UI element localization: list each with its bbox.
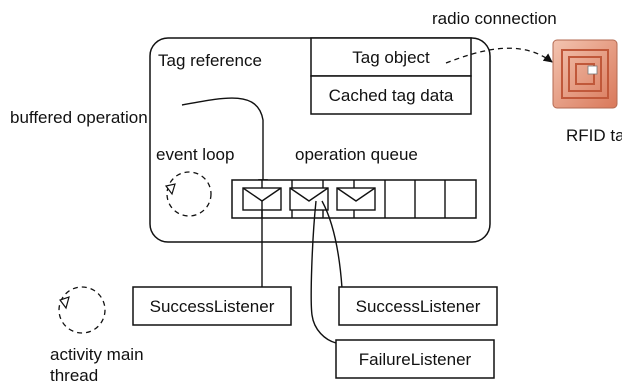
tag-object-label: Tag object	[352, 48, 430, 67]
buffered-operation-label: buffered operation	[10, 108, 148, 127]
envelope-icon	[336, 187, 376, 211]
rfid-tag-label: RFID tag	[566, 126, 622, 145]
cached-tag-data-label: Cached tag data	[329, 86, 454, 105]
circular-arrow-icon	[59, 296, 70, 310]
connector-to-failure-listener	[310, 200, 337, 344]
success-listener-left-box	[132, 286, 292, 326]
event-loop-label: event loop	[156, 145, 234, 164]
connector-to-success-listener-right	[321, 200, 343, 289]
radio-connection-arrow	[445, 47, 553, 64]
failure-listener-label: FailureListener	[359, 350, 472, 369]
buffered-operation-arrow	[181, 97, 268, 189]
circular-arrow-icon	[164, 183, 176, 196]
operation-queue	[231, 179, 477, 219]
success-listener-right-box	[338, 286, 498, 326]
activity-main-thread-label-line1: activity main	[50, 345, 144, 364]
radio-connection-label: radio connection	[432, 9, 557, 28]
envelope-icon	[289, 187, 329, 211]
tag-reference-label: Tag reference	[158, 51, 262, 70]
activity-main-thread-label-line2: thread	[50, 366, 98, 385]
activity-main-thread-circle	[58, 286, 106, 334]
success-listener-right-label: SuccessListener	[356, 297, 481, 316]
failure-listener-box	[335, 339, 495, 379]
success-listener-left-label: SuccessListener	[150, 297, 275, 316]
operation-queue-label: operation queue	[295, 145, 418, 164]
cached-tag-data-box	[310, 75, 472, 115]
tag-object-box	[310, 37, 472, 77]
rfid-tag-icon	[552, 39, 618, 109]
event-loop-circle	[166, 171, 212, 217]
